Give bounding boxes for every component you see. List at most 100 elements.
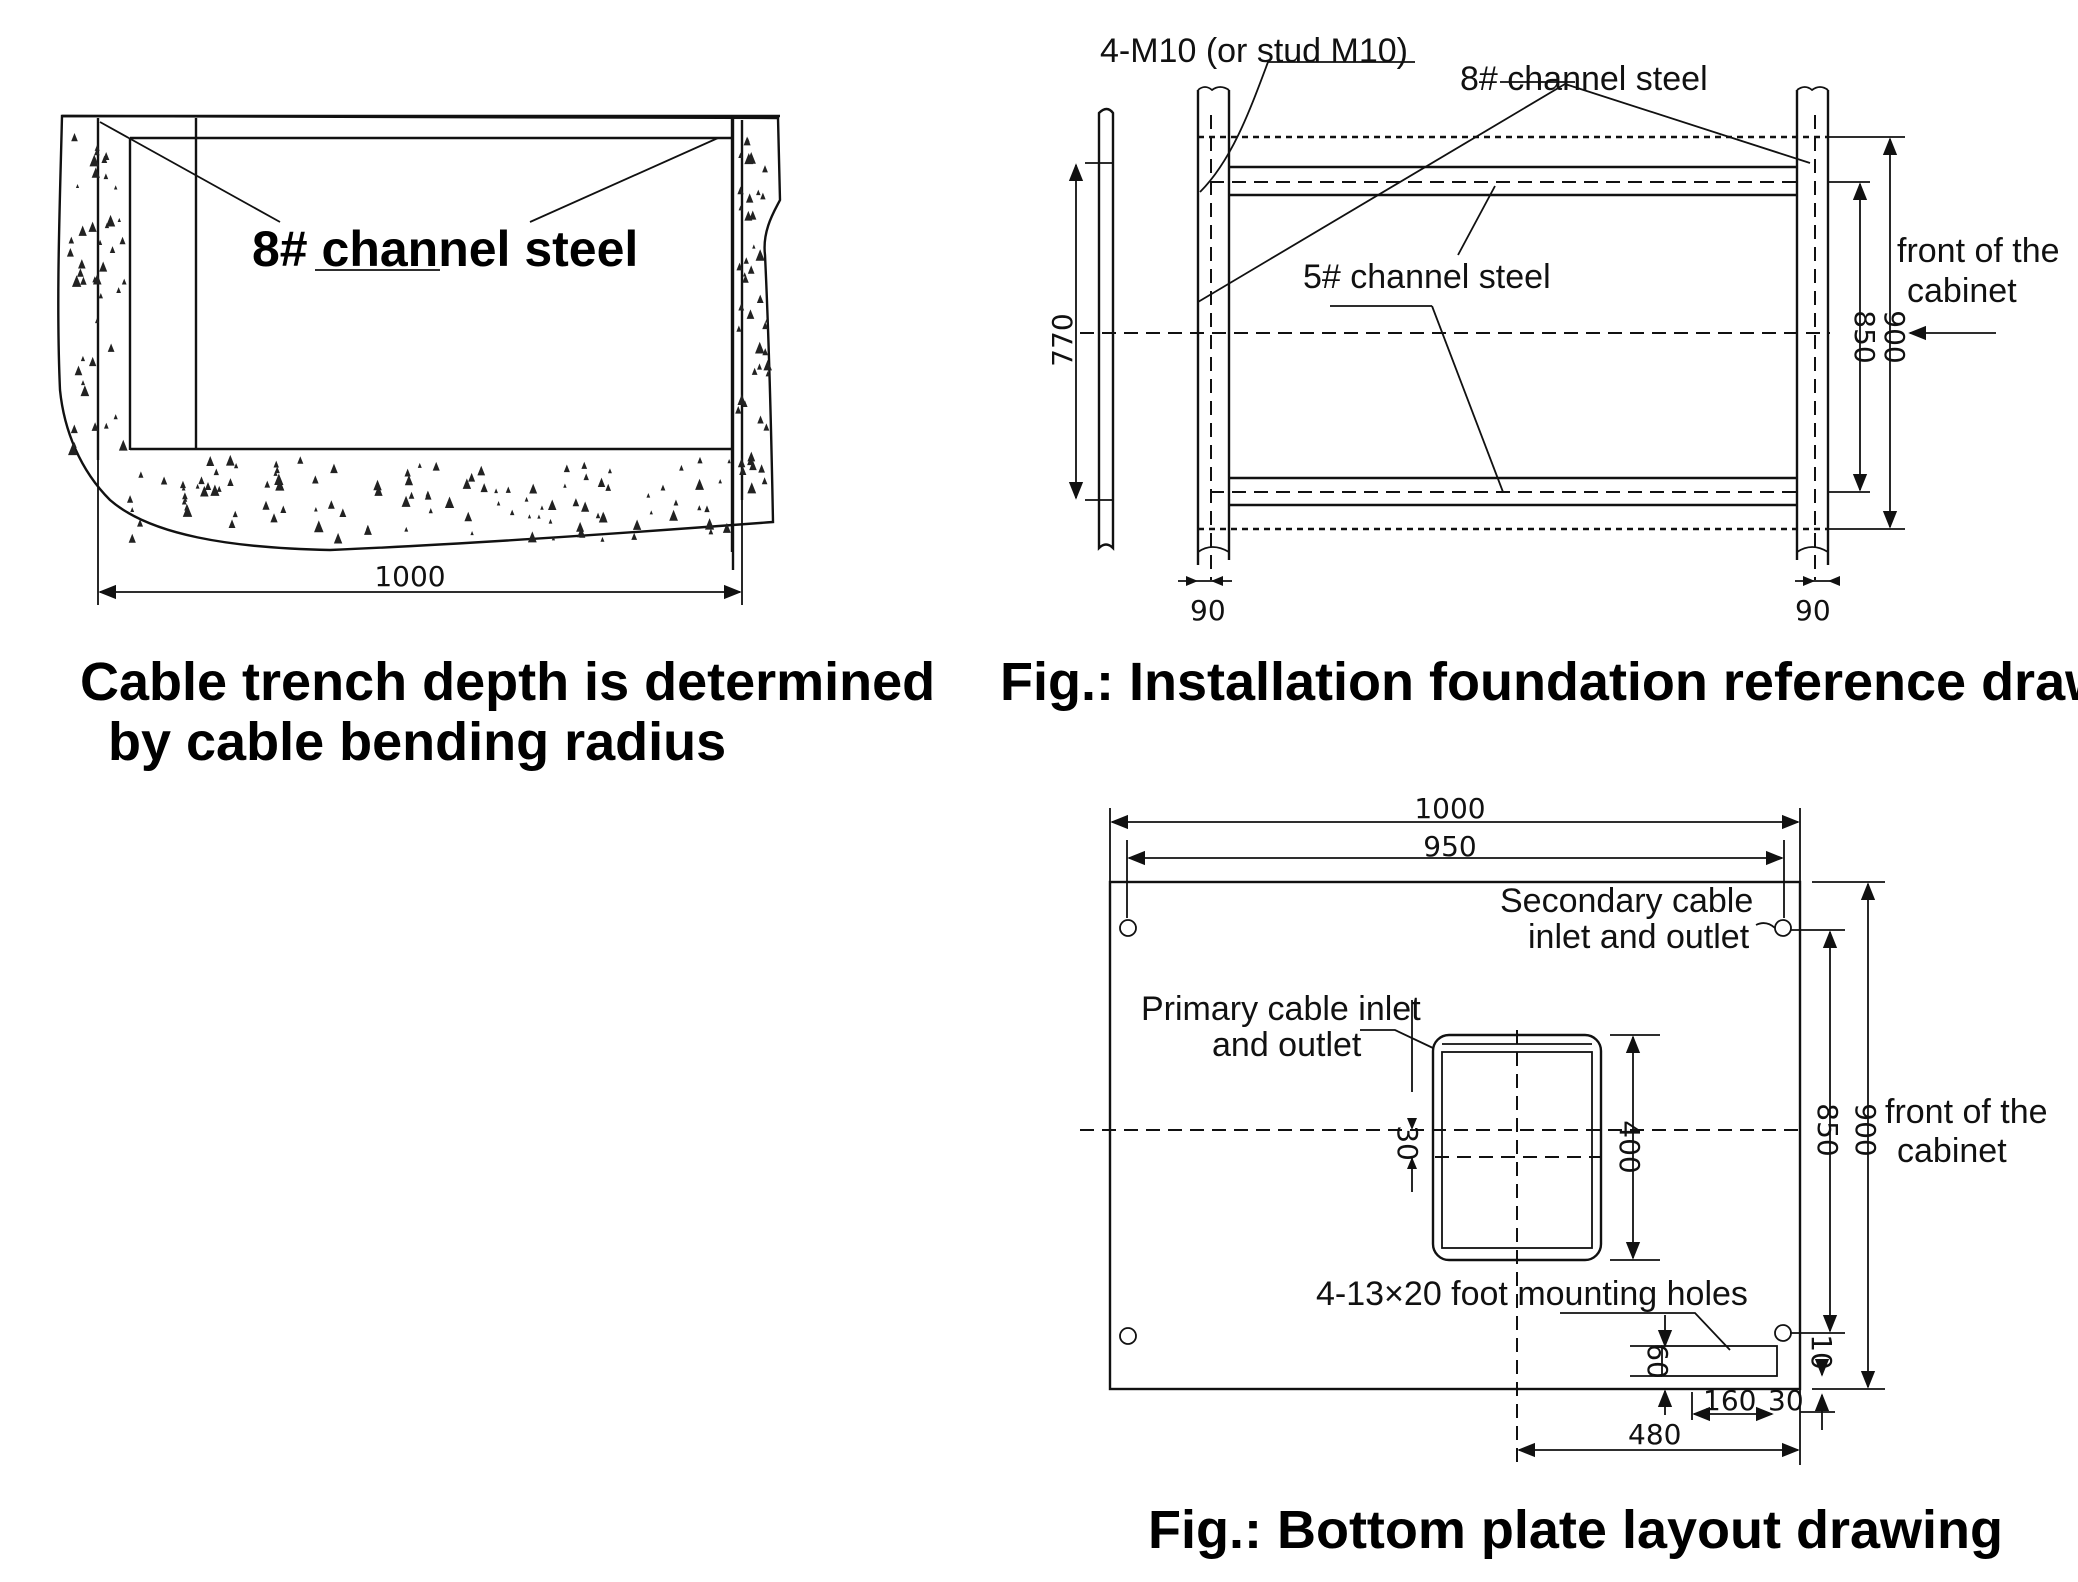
plate-front-label-line2: cabinet bbox=[1897, 1132, 2007, 1170]
concrete-speck bbox=[704, 505, 710, 513]
concrete-speck bbox=[80, 276, 87, 285]
concrete-speck bbox=[160, 476, 168, 485]
concrete-speck bbox=[749, 210, 757, 220]
concrete-speck bbox=[274, 473, 284, 486]
foundation-caption: Fig.: Installation foundation reference … bbox=[1000, 652, 2078, 712]
concrete-speck bbox=[756, 189, 761, 196]
dim-400-label: 400 bbox=[1613, 1120, 1646, 1173]
concrete-speck bbox=[91, 167, 100, 178]
concrete-speck bbox=[747, 456, 754, 466]
concrete-speck bbox=[751, 367, 758, 375]
dim-90-right-label: 90 bbox=[1795, 594, 1831, 627]
dim-850-label: 850 bbox=[1848, 310, 1881, 363]
concrete-speck bbox=[470, 531, 474, 536]
concrete-speck bbox=[739, 466, 747, 475]
concrete-speck bbox=[94, 144, 100, 151]
concrete-speck bbox=[97, 239, 103, 245]
secondary-cable-label-line2: inlet and outlet bbox=[1528, 918, 1750, 956]
left-8-channel-steel bbox=[1196, 90, 1231, 565]
concrete-speck bbox=[270, 513, 278, 523]
concrete-speck bbox=[77, 268, 84, 277]
concrete-speck bbox=[646, 492, 651, 498]
concrete-speck bbox=[91, 422, 99, 431]
dim-90-left-label: 90 bbox=[1190, 594, 1226, 627]
concrete-speck bbox=[70, 424, 78, 434]
concrete-speck bbox=[598, 511, 608, 523]
mounting-hole-bottom-right bbox=[1774, 1324, 1792, 1342]
concrete-speck bbox=[527, 514, 532, 519]
dim-900-label: 900 bbox=[1849, 1103, 1882, 1156]
concrete-speck bbox=[200, 485, 209, 497]
concrete-speck bbox=[103, 173, 109, 180]
mounting-leader bbox=[1560, 1312, 1731, 1351]
bottom-plate-outline bbox=[1108, 880, 1802, 1391]
concrete-speck bbox=[697, 505, 702, 511]
concrete-speck bbox=[72, 441, 77, 448]
concrete-speck bbox=[595, 512, 601, 519]
concrete-speck bbox=[708, 528, 714, 535]
channel5-label: 5# channel steel bbox=[1303, 258, 1551, 296]
concrete-speck bbox=[80, 380, 86, 386]
concrete-speck bbox=[206, 456, 215, 467]
concrete-speck bbox=[673, 499, 679, 506]
concrete-speck bbox=[737, 186, 744, 195]
right-channel-break-top bbox=[1796, 86, 1829, 92]
concrete-speck bbox=[92, 276, 98, 283]
concrete-speck bbox=[273, 460, 279, 468]
concrete-speck bbox=[742, 272, 747, 277]
concrete-speck bbox=[537, 514, 541, 519]
concrete-speck bbox=[404, 526, 409, 532]
concrete-speck bbox=[755, 341, 765, 354]
concrete-speck bbox=[746, 309, 755, 319]
concrete-speck bbox=[737, 394, 747, 405]
concrete-speck bbox=[444, 496, 455, 509]
concrete-speck bbox=[195, 483, 200, 489]
concrete-speck bbox=[364, 525, 372, 535]
concrete-speck bbox=[183, 497, 188, 502]
concrete-speck bbox=[468, 472, 476, 482]
trench-caption-line2: by cable bending radius bbox=[108, 712, 726, 772]
channel8-leader-left bbox=[1197, 83, 1566, 303]
concrete-speck bbox=[496, 501, 501, 506]
concrete-speck bbox=[374, 485, 383, 496]
foundation-front-label-line1: front of the bbox=[1897, 232, 2060, 270]
right-channel-break-bottom bbox=[1796, 546, 1829, 553]
concrete-speck bbox=[763, 359, 772, 371]
mounting-hole-top-left bbox=[1119, 919, 1137, 937]
concrete-speck bbox=[181, 485, 186, 491]
concrete-speck bbox=[213, 468, 219, 476]
concrete-speck bbox=[339, 508, 347, 517]
concrete-speck bbox=[509, 509, 515, 516]
concrete-speck bbox=[182, 505, 193, 517]
concrete-speck bbox=[227, 478, 234, 487]
concrete-speck bbox=[756, 294, 764, 304]
trench-caption-line1: Cable trench depth is determined bbox=[80, 652, 935, 712]
concrete-speck bbox=[232, 510, 238, 518]
concrete-speck bbox=[312, 475, 319, 484]
dim-770-label: 770 bbox=[1046, 313, 1079, 366]
concrete-speck bbox=[660, 484, 666, 491]
concrete-speck bbox=[204, 482, 212, 491]
channel8-label: 8# channel steel bbox=[1460, 60, 1708, 98]
concrete-speck bbox=[373, 479, 382, 491]
concrete-speck bbox=[210, 484, 220, 496]
callout-leader-right bbox=[529, 137, 719, 223]
trench-callout-label: 8# channel steel bbox=[252, 221, 638, 277]
concrete-speck bbox=[746, 152, 756, 164]
left-channel-bar bbox=[1097, 107, 1115, 551]
concrete-speck bbox=[128, 533, 136, 543]
concrete-speck bbox=[314, 520, 324, 533]
concrete-speck bbox=[424, 491, 432, 500]
concrete-speck bbox=[736, 262, 743, 271]
concrete-speck bbox=[631, 532, 638, 540]
concrete-speck bbox=[117, 217, 121, 223]
callout-leader-left bbox=[99, 121, 281, 223]
concrete-speck bbox=[401, 495, 411, 507]
concrete-speck bbox=[765, 318, 769, 323]
concrete-speck bbox=[68, 443, 78, 456]
concrete-speck bbox=[216, 485, 222, 492]
concrete-speck bbox=[745, 193, 754, 203]
concrete-speck bbox=[747, 482, 757, 494]
trench-width-dimension: 1000 bbox=[374, 560, 445, 593]
